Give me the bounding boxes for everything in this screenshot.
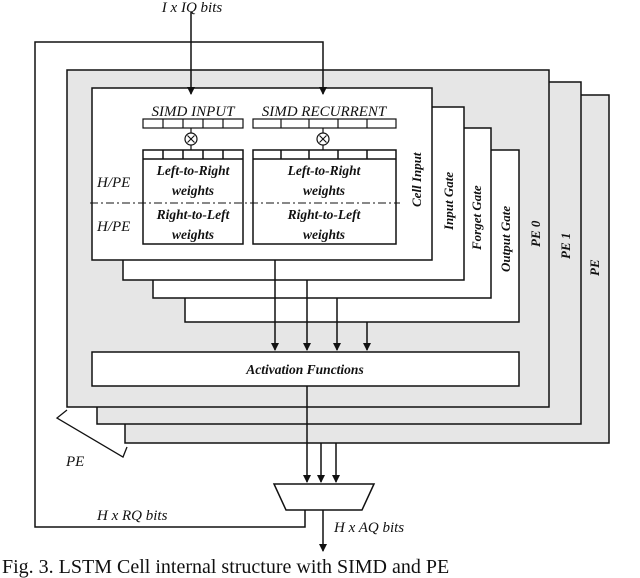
- simd-recurrent-label: SIMD RECURRENT: [262, 104, 388, 120]
- figure-caption: Fig. 3. LSTM Cell internal structure wit…: [2, 556, 450, 578]
- simd-input-register: [142, 118, 244, 129]
- ltr-input-weights-line1: Left-to-Right: [156, 163, 231, 178]
- recurrent-bits-label: H x RQ bits: [96, 508, 168, 524]
- input-weights-block: [142, 149, 244, 245]
- hpe-label-top: H/PE: [96, 175, 130, 191]
- rtl-input-weights-line1: Right-to-Left: [156, 207, 231, 222]
- activation-functions-box: [91, 351, 520, 387]
- recurrent-weights-block: [252, 149, 397, 245]
- rtl-input-weights-line2: weights: [172, 227, 214, 242]
- ltr-recurrent-weights-line2: weights: [303, 183, 345, 198]
- input-bits-label: I x IQ bits: [161, 0, 223, 16]
- rtl-recurrent-weights-line1: Right-to-Left: [287, 207, 362, 222]
- output-gate-label: Output Gate: [498, 206, 513, 272]
- pe-bracket-label: PE: [65, 454, 84, 470]
- pe-bracket: [55, 409, 128, 458]
- multiplexer: [272, 483, 376, 511]
- recurrent-loop-wire: [34, 41, 327, 528]
- gate-output-wires: [271, 260, 371, 351]
- cell-input-label: Cell Input: [409, 152, 424, 207]
- pe-label: PE: [587, 259, 602, 276]
- ltr-recurrent-weights-line1: Left-to-Right: [287, 163, 362, 178]
- forget-gate-label: Forget Gate: [469, 185, 484, 251]
- rtl-recurrent-weights-line2: weights: [303, 227, 345, 242]
- mux-input-wires: [303, 386, 340, 483]
- pe0-label: PE 0: [528, 220, 543, 247]
- diagram-canvas: I x IQ bits SIMD INPUT SIMD RECURRENT: [34, 0, 610, 552]
- input-gate-label: Input Gate: [441, 172, 456, 231]
- ltr-input-weights-line2: weights: [172, 183, 214, 198]
- multiply-icon: [316, 132, 330, 146]
- multiply-icon: [184, 132, 198, 146]
- pe1-label: PE 1: [558, 233, 573, 259]
- simd-recurrent-register: [252, 118, 397, 129]
- activation-functions-label: Activation Functions: [245, 362, 363, 377]
- simd-input-label: SIMD INPUT: [152, 104, 237, 120]
- hpe-label-bottom: H/PE: [96, 219, 130, 235]
- output-bits-label: H x AQ bits: [333, 520, 404, 536]
